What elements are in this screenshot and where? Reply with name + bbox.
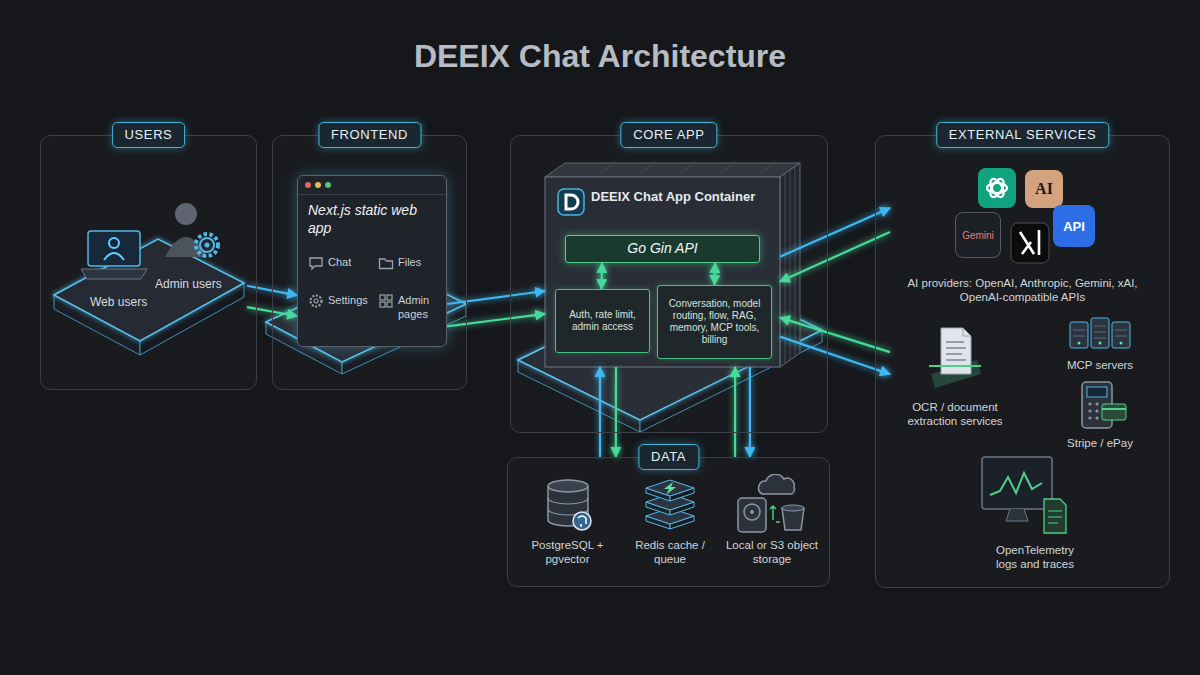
logo-text: AI (1035, 180, 1053, 198)
icon-folder (378, 255, 394, 271)
node-label: Stripe / ePay (1040, 436, 1160, 450)
api-box: Go Gin API (565, 235, 760, 263)
icon-ocr (925, 324, 985, 394)
logo-text: API (1063, 219, 1085, 234)
icon-admin (162, 197, 222, 267)
icon-gear (308, 293, 324, 309)
icon-db (544, 476, 592, 532)
service-box: Auth, rate limit, admin access (555, 289, 650, 353)
section-tag: CORE APP (620, 122, 717, 148)
icon-dlogo (557, 188, 585, 216)
node-label: Local or S3 object storage (722, 538, 822, 567)
icon-openai (977, 167, 1017, 209)
node-label: DEEIX Chat App Container (591, 189, 769, 205)
node-label: Admin users (155, 277, 230, 292)
icon-laptop (78, 229, 150, 285)
section-tag: EXTERNAL SERVICES (936, 122, 1109, 148)
group-panel: FRONTENDNext.js static web appChatFilesS… (272, 135, 467, 390)
component-node: MCP servers (1040, 312, 1160, 380)
logo-text: Gemini (962, 230, 994, 241)
node-label: Next.js static web app (308, 202, 438, 237)
logo-tile: API (1053, 205, 1095, 247)
node-label: Conversation, model routing, flow, RAG, … (663, 298, 766, 346)
component-node: PostgreSQL + pgvector (520, 470, 615, 578)
icon-monitor (980, 455, 1070, 537)
component-node: Local or S3 object storage (722, 470, 822, 578)
group-panel: CORE APPDEEIX Chat App ContainerGo Gin A… (510, 135, 828, 433)
node-label: Web users (90, 295, 160, 310)
app-container: DEEIX Chat App Container Go Gin API Auth, … (545, 177, 780, 367)
group-panel: DATAPostgreSQL + pgvectorRedis cache / q… (507, 457, 830, 587)
logo-tile: AI (1025, 170, 1063, 208)
node-label: AI providers: OpenAI, Anthropic, Gemini,… (895, 276, 1150, 305)
node-label: Auth, rate limit, admin access (561, 309, 644, 333)
icon-grid (378, 293, 394, 309)
logo-tile: Gemini (955, 212, 1001, 258)
icon-redis (644, 476, 696, 532)
icon-chat (308, 255, 324, 271)
component-node: OCR / document extraction services (890, 322, 1020, 438)
node-label: Admin pages (398, 294, 444, 322)
node-label: Settings (328, 294, 390, 308)
node-label: Go Gin API (627, 240, 697, 258)
icon-pos (1072, 380, 1128, 432)
component-node: OpenTelemetry logs and traces (955, 455, 1115, 577)
node-label: Redis cache / queue (626, 538, 714, 567)
node-label: Files (398, 256, 444, 270)
node-label: Chat (328, 256, 390, 270)
section-tag: USERS (112, 122, 186, 148)
node-label: PostgreSQL + pgvector (520, 538, 615, 567)
section-tag: FRONTEND (318, 122, 421, 148)
section-tag: DATA (638, 444, 699, 470)
icon-mcp (1068, 314, 1132, 352)
node-label: OCR / document extraction services (890, 400, 1020, 429)
node-label: MCP servers (1040, 358, 1160, 372)
component-node: AI providers: OpenAI, Anthropic, Gemini,… (890, 160, 1155, 320)
component-node: Stripe / ePay (1040, 380, 1160, 456)
icon-storage (736, 474, 808, 534)
component-node: Redis cache / queue (626, 470, 714, 578)
service-box: Conversation, model routing, flow, RAG, … (657, 285, 772, 359)
icon-xai (1010, 222, 1050, 264)
node-label: OpenTelemetry logs and traces (985, 543, 1085, 572)
app-window: Next.js static web appChat FilesSettings A… (297, 175, 447, 347)
group-panel: USERSWeb usersAdmin users (40, 135, 257, 390)
icon-bar (298, 176, 446, 196)
user-platform: Web users Admin users (50, 195, 247, 360)
group-panel: EXTERNAL SERVICESAI providers: OpenAI, A… (875, 135, 1170, 588)
diagram-title: DEEIX Chat Architecture (0, 38, 1200, 75)
